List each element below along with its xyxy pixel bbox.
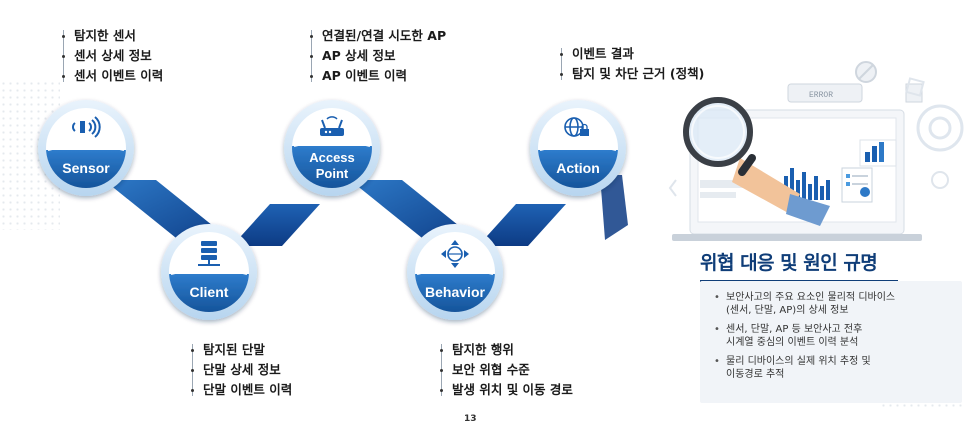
list-item: 탐지된 단말 (191, 340, 292, 360)
behavior-details-list: 탐지한 행위 보안 위협 수준 발생 위치 및 이동 경로 (440, 340, 573, 400)
node-label-behavior: Behavior (425, 284, 485, 300)
error-label: ERROR (809, 91, 833, 100)
list-item: 센서 상세 정보 (62, 46, 163, 66)
list-item: AP 이벤트 이력 (310, 66, 446, 86)
description-box: 보안사고의 주요 요소인 물리적 디바이스 (센서, 단말, AP)의 상세 정… (700, 281, 962, 403)
description-line: 이동경로 추적 (726, 369, 785, 380)
list-item: 단말 이벤트 이력 (191, 380, 292, 400)
magnifier-icon (683, 97, 830, 226)
node-action (530, 100, 626, 196)
access-point-details-list: 연결된/연결 시도한 AP AP 상세 정보 AP 이벤트 이력 (310, 26, 446, 86)
action-details-list: 이벤트 결과 탐지 및 차단 근거 (정책) (560, 44, 704, 84)
client-details-list: 탐지된 단말 단말 상세 정보 단말 이벤트 이력 (191, 340, 292, 400)
list-item: AP 상세 정보 (310, 46, 446, 66)
list-item: 센서 이벤트 이력 (62, 66, 163, 86)
node-label-access-point-2: Point (316, 166, 349, 181)
description-item: 물리 디바이스의 실제 위치 추정 및 이동경로 추적 (714, 355, 952, 381)
list-item: 이벤트 결과 (560, 44, 704, 64)
list-item: 탐지한 행위 (440, 340, 573, 360)
description-line: 센서, 단말, AP 등 보안사고 전후 (726, 324, 863, 335)
description-line: 보안사고의 주요 요소인 물리적 디바이스 (726, 292, 896, 303)
node-label-sensor: Sensor (62, 160, 110, 176)
description-line: (센서, 단말, AP)의 상세 정보 (726, 305, 849, 316)
panel-title-box: 위협 대응 및 원인 규명 (700, 248, 898, 282)
node-label-client: Client (190, 284, 229, 300)
decorative-shapes (668, 77, 949, 197)
list-item: 탐지 및 차단 근거 (정책) (560, 64, 704, 84)
node-client (161, 224, 257, 320)
list-item: 탐지한 센서 (62, 26, 163, 46)
sensor-signal-icon (72, 116, 101, 138)
list-item: 연결된/연결 시도한 AP (310, 26, 446, 46)
list-item: 단말 상세 정보 (191, 360, 292, 380)
router-icon (320, 116, 344, 136)
list-item: 발생 위치 및 이동 경로 (440, 380, 573, 400)
page-number: 13 (464, 414, 477, 424)
node-label-access-point-1: Access (309, 150, 355, 165)
node-access-point (284, 100, 380, 196)
description-item: 보안사고의 주요 요소인 물리적 디바이스 (센서, 단말, AP)의 상세 정… (714, 291, 952, 317)
description-line: 물리 디바이스의 실제 위치 추정 및 (726, 356, 871, 367)
list-item: 보안 위협 수준 (440, 360, 573, 380)
node-sensor (38, 100, 134, 196)
globe-arrows-icon (441, 240, 469, 268)
sensor-details-list: 탐지한 센서 센서 상세 정보 센서 이벤트 이력 (62, 26, 163, 86)
node-behavior (407, 224, 503, 320)
server-icon (198, 241, 220, 266)
globe-lock-icon (564, 117, 589, 137)
panel-title: 위협 대응 및 원인 규명 (700, 252, 878, 274)
description-item: 센서, 단말, AP 등 보안사고 전후 시계열 중심의 이벤트 이력 분석 (714, 323, 952, 349)
node-label-action: Action (556, 160, 600, 176)
description-line: 시계열 중심의 이벤트 이력 분석 (726, 337, 859, 348)
